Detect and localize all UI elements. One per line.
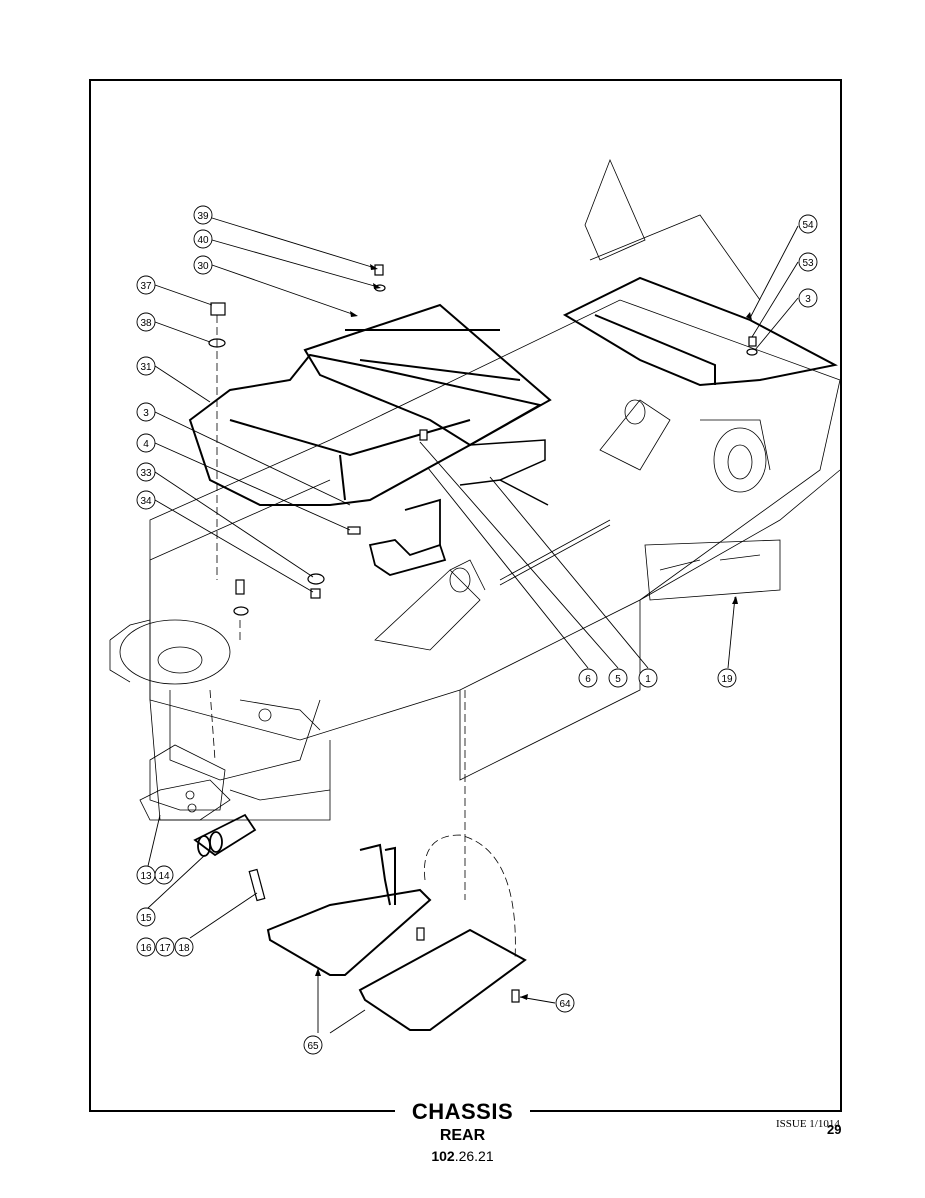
callout-18: 18	[178, 943, 190, 954]
callout-13: 13	[140, 871, 152, 882]
leader-lines	[147, 217, 799, 1034]
callout-4: 4	[143, 439, 149, 450]
callout-65: 65	[307, 1041, 319, 1052]
arrowheads	[315, 264, 752, 1000]
callout-33: 33	[140, 468, 152, 479]
callout-15: 15	[140, 913, 152, 924]
cover-plate-30	[303, 303, 552, 447]
lower-plate-65b	[358, 928, 527, 1031]
callout-19: 19	[721, 674, 733, 685]
callout-64: 64	[559, 999, 571, 1010]
issue-label: ISSUE 1/1014	[776, 1118, 840, 1130]
callout-38: 38	[140, 318, 152, 329]
callout-31: 31	[140, 362, 152, 373]
callout-53: 53	[802, 258, 814, 269]
page-title: CHASSIS	[395, 1097, 530, 1127]
callout-54: 54	[802, 220, 814, 231]
bracket-1	[459, 439, 549, 506]
callout-34: 34	[140, 496, 152, 507]
pin-15	[193, 813, 257, 857]
callout-3-left: 3	[143, 408, 149, 419]
callout-circles	[136, 205, 818, 1055]
part-code: 102.26.21	[0, 1148, 925, 1164]
page-number: 29	[827, 1122, 842, 1137]
callout-17: 17	[159, 943, 171, 954]
lower-plate-65a	[266, 843, 432, 976]
callout-14: 14	[158, 871, 170, 882]
bracket-5-6	[368, 498, 447, 576]
cover-plate-54	[562, 276, 838, 387]
callout-39: 39	[197, 211, 209, 222]
assembly-lines	[209, 315, 516, 961]
cover-plate-31	[188, 353, 543, 506]
callout-1: 1	[645, 674, 651, 685]
callout-3-right: 3	[805, 294, 811, 305]
part-code-rest: .26.21	[454, 1148, 494, 1164]
callout-6: 6	[585, 674, 591, 685]
callout-37: 37	[140, 281, 152, 292]
part-code-bold: 102	[431, 1148, 455, 1164]
callout-16: 16	[140, 943, 152, 954]
chassis-frame	[109, 158, 841, 821]
page-subtitle: REAR	[439, 1127, 486, 1144]
callout-labels: 39 40 30 37 38 31 3 4 33 34 54 53 3 6 5 …	[140, 211, 814, 1052]
callout-40: 40	[197, 235, 209, 246]
hardware	[208, 264, 758, 1003]
callout-30: 30	[197, 261, 209, 272]
callout-5: 5	[615, 674, 621, 685]
